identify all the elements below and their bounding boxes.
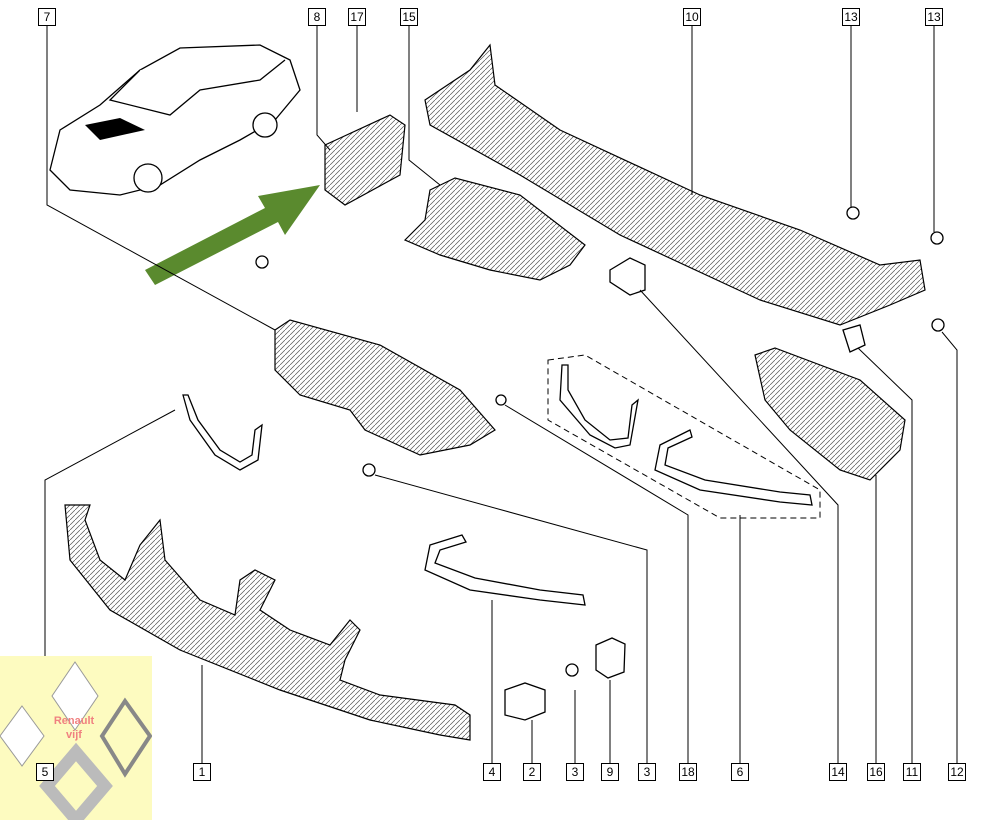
callout-5: 5	[36, 763, 54, 781]
part-10-cowl-panel	[424, 43, 926, 326]
callout-12: 12	[948, 763, 966, 781]
callout-17: 17	[348, 8, 366, 26]
part-6-seal-right	[654, 429, 813, 506]
part-9-connector	[595, 637, 626, 679]
part-6-seal-left	[559, 364, 639, 449]
callout-3: 3	[638, 763, 656, 781]
callout-6: 6	[731, 763, 749, 781]
callout-14: 14	[829, 763, 847, 781]
callout-11: 11	[903, 763, 921, 781]
part-12-screw	[931, 318, 945, 332]
part-central-housing	[274, 319, 496, 456]
part-11-grommet	[842, 324, 866, 353]
part-15-bracket	[403, 177, 586, 281]
vehicle-illustration	[49, 44, 301, 196]
screw	[255, 255, 269, 269]
callout-16: 16	[867, 763, 885, 781]
screw	[362, 463, 376, 477]
part-13-screw	[846, 206, 860, 220]
part-14-clip	[609, 257, 646, 296]
part-2-switch	[504, 682, 546, 721]
part-5-seal	[182, 394, 263, 471]
part-17-vent-grille	[324, 114, 406, 206]
callout-13: 13	[925, 8, 943, 26]
callout-4: 4	[483, 763, 501, 781]
part-16-housing	[754, 347, 906, 481]
leader-lines	[44, 25, 958, 765]
callout-10: 10	[683, 8, 701, 26]
part-13-screw	[930, 231, 944, 245]
watermark-logo: Renault vijf	[0, 656, 152, 820]
callout-2: 2	[523, 763, 541, 781]
green-arrow-icon	[145, 185, 320, 285]
callout-8: 8	[308, 8, 326, 26]
part-1-lower-trim	[64, 504, 471, 741]
part-4-seal	[424, 534, 586, 606]
nut	[495, 394, 507, 406]
part-3-screw	[565, 663, 579, 677]
callout-1: 1	[193, 763, 211, 781]
callout-3: 3	[566, 763, 584, 781]
callout-9: 9	[601, 763, 619, 781]
callout-7: 7	[38, 8, 56, 26]
watermark-text: Renault	[53, 715, 95, 727]
watermark-text: vijf	[66, 729, 82, 741]
callout-18: 18	[679, 763, 697, 781]
callout-15: 15	[400, 8, 418, 26]
callout-13: 13	[842, 8, 860, 26]
